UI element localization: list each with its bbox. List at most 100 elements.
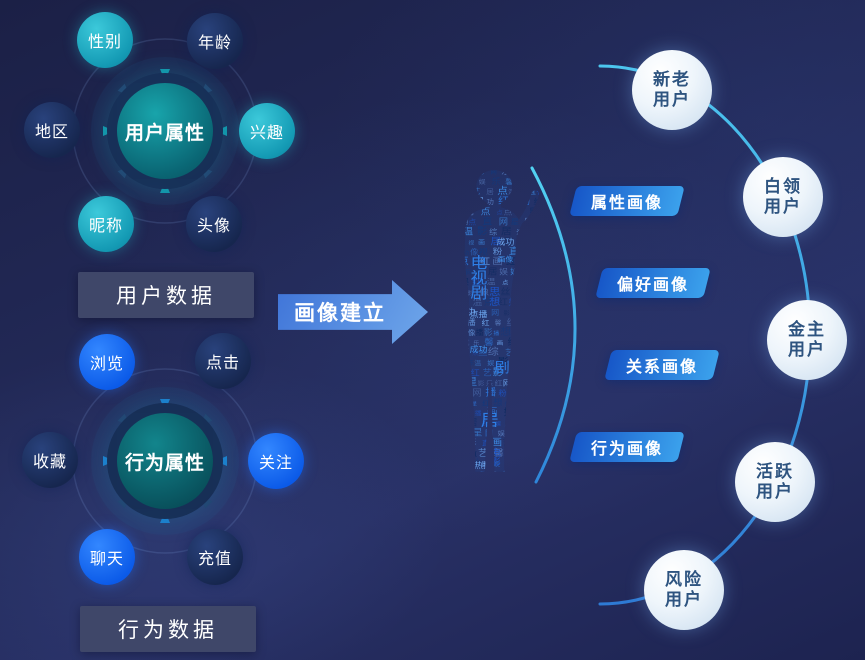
- svg-text:粉: 粉: [493, 246, 503, 256]
- cluster-center-user-attributes: 用户属性: [107, 73, 223, 189]
- svg-text:星: 星: [518, 467, 529, 478]
- svg-text:成: 成: [453, 338, 461, 347]
- svg-text:综: 综: [453, 316, 464, 328]
- svg-text:想: 想: [534, 446, 546, 458]
- user-type-paying: 金主 用户: [767, 300, 847, 380]
- svg-text:星: 星: [511, 218, 519, 227]
- svg-text:娱: 娱: [454, 419, 462, 428]
- portrait-build-arrow-label: 画像建立: [294, 302, 386, 325]
- svg-text:粉: 粉: [475, 266, 485, 276]
- svg-text:直: 直: [521, 296, 530, 306]
- svg-text:星: 星: [472, 427, 483, 438]
- svg-text:点: 点: [468, 218, 476, 227]
- svg-text:艺: 艺: [505, 349, 514, 358]
- svg-text:像: 像: [470, 247, 478, 256]
- svg-text:影: 影: [533, 287, 542, 296]
- tag-relation-portrait: 关系画像: [604, 350, 720, 380]
- svg-text:丝: 丝: [450, 266, 461, 277]
- svg-text:点: 点: [481, 207, 491, 216]
- svg-text:馨: 馨: [484, 337, 493, 347]
- satellite-age: 年龄: [187, 13, 243, 69]
- svg-text:居: 居: [486, 188, 494, 197]
- svg-text:成: 成: [505, 418, 514, 427]
- svg-text:居: 居: [464, 189, 470, 196]
- svg-text:热: 热: [535, 360, 541, 368]
- user-data-caption: 用户数据: [78, 272, 254, 318]
- svg-text:影: 影: [493, 366, 504, 378]
- svg-text:点: 点: [525, 440, 532, 448]
- svg-text:点: 点: [440, 359, 448, 368]
- svg-text:成: 成: [519, 429, 527, 438]
- svg-text:点: 点: [534, 327, 545, 338]
- user-type-new-old-line2: 用户: [653, 90, 691, 109]
- svg-text:播: 播: [493, 329, 499, 337]
- svg-text:影: 影: [529, 207, 538, 216]
- svg-text:画: 画: [439, 300, 445, 307]
- svg-text:艺: 艺: [451, 380, 457, 388]
- svg-text:居: 居: [501, 226, 512, 237]
- svg-text:剧: 剧: [530, 387, 541, 398]
- svg-text:成: 成: [439, 246, 450, 257]
- svg-text:乐: 乐: [446, 298, 453, 307]
- svg-text:网: 网: [466, 269, 473, 277]
- svg-text:点: 点: [458, 256, 470, 267]
- svg-text:视: 视: [544, 226, 548, 236]
- svg-text:网: 网: [485, 429, 493, 438]
- svg-text:功: 功: [528, 277, 539, 287]
- svg-text:播: 播: [476, 327, 484, 336]
- svg-text:功: 功: [513, 207, 522, 216]
- svg-text:功: 功: [471, 458, 482, 468]
- svg-text:想: 想: [493, 397, 502, 407]
- svg-text:功: 功: [522, 197, 530, 206]
- svg-text:综: 综: [507, 337, 518, 348]
- svg-text:成功: 成功: [496, 237, 514, 246]
- svg-text:艺: 艺: [524, 369, 532, 378]
- svg-text:丝: 丝: [544, 339, 548, 347]
- svg-text:乐: 乐: [486, 379, 493, 388]
- satellite-follow: 关注: [248, 433, 304, 489]
- svg-text:网: 网: [504, 237, 513, 246]
- svg-text:点: 点: [452, 461, 458, 468]
- svg-text:粉: 粉: [535, 399, 542, 408]
- svg-text:影: 影: [467, 289, 473, 297]
- svg-text:综: 综: [523, 258, 530, 267]
- svg-text:像: 像: [505, 400, 511, 408]
- svg-text:艺: 艺: [516, 306, 527, 317]
- svg-text:红: 红: [442, 326, 453, 338]
- svg-text:画: 画: [440, 448, 451, 458]
- svg-text:像: 像: [453, 279, 459, 287]
- svg-text:红: 红: [503, 467, 512, 477]
- svg-text:直: 直: [482, 216, 492, 226]
- svg-text:红: 红: [445, 399, 452, 408]
- svg-text:播: 播: [506, 450, 512, 458]
- svg-text:丝: 丝: [533, 197, 541, 206]
- svg-text:艺: 艺: [478, 447, 489, 458]
- svg-text:想: 想: [500, 326, 511, 338]
- svg-text:影: 影: [455, 307, 464, 316]
- user-type-active: 活跃 用户: [735, 442, 815, 522]
- svg-text:点: 点: [484, 296, 496, 307]
- svg-text:功: 功: [537, 229, 544, 237]
- svg-text:想: 想: [444, 417, 453, 427]
- svg-text:直: 直: [456, 228, 463, 237]
- svg-text:直: 直: [509, 245, 520, 257]
- svg-text:功: 功: [525, 249, 531, 257]
- svg-text:直: 直: [514, 438, 522, 447]
- svg-text:艺: 艺: [459, 347, 470, 358]
- user-type-white-collar-line2: 用户: [764, 197, 802, 216]
- svg-text:娱: 娱: [513, 288, 521, 297]
- user-type-risk: 风险 用户: [644, 550, 724, 630]
- svg-text:成功: 成功: [470, 345, 488, 354]
- svg-text:艺: 艺: [483, 368, 492, 377]
- svg-text:粉: 粉: [519, 235, 530, 247]
- svg-text:想: 想: [537, 296, 546, 306]
- svg-text:乐: 乐: [524, 216, 534, 226]
- svg-text:直: 直: [470, 449, 477, 458]
- svg-text:影: 影: [468, 438, 477, 447]
- svg-text:热: 热: [521, 287, 529, 296]
- svg-text:居: 居: [490, 236, 501, 247]
- user-type-new-old-line1: 新老: [653, 69, 691, 89]
- svg-text:粉: 粉: [498, 388, 506, 397]
- svg-text:影: 影: [507, 390, 513, 398]
